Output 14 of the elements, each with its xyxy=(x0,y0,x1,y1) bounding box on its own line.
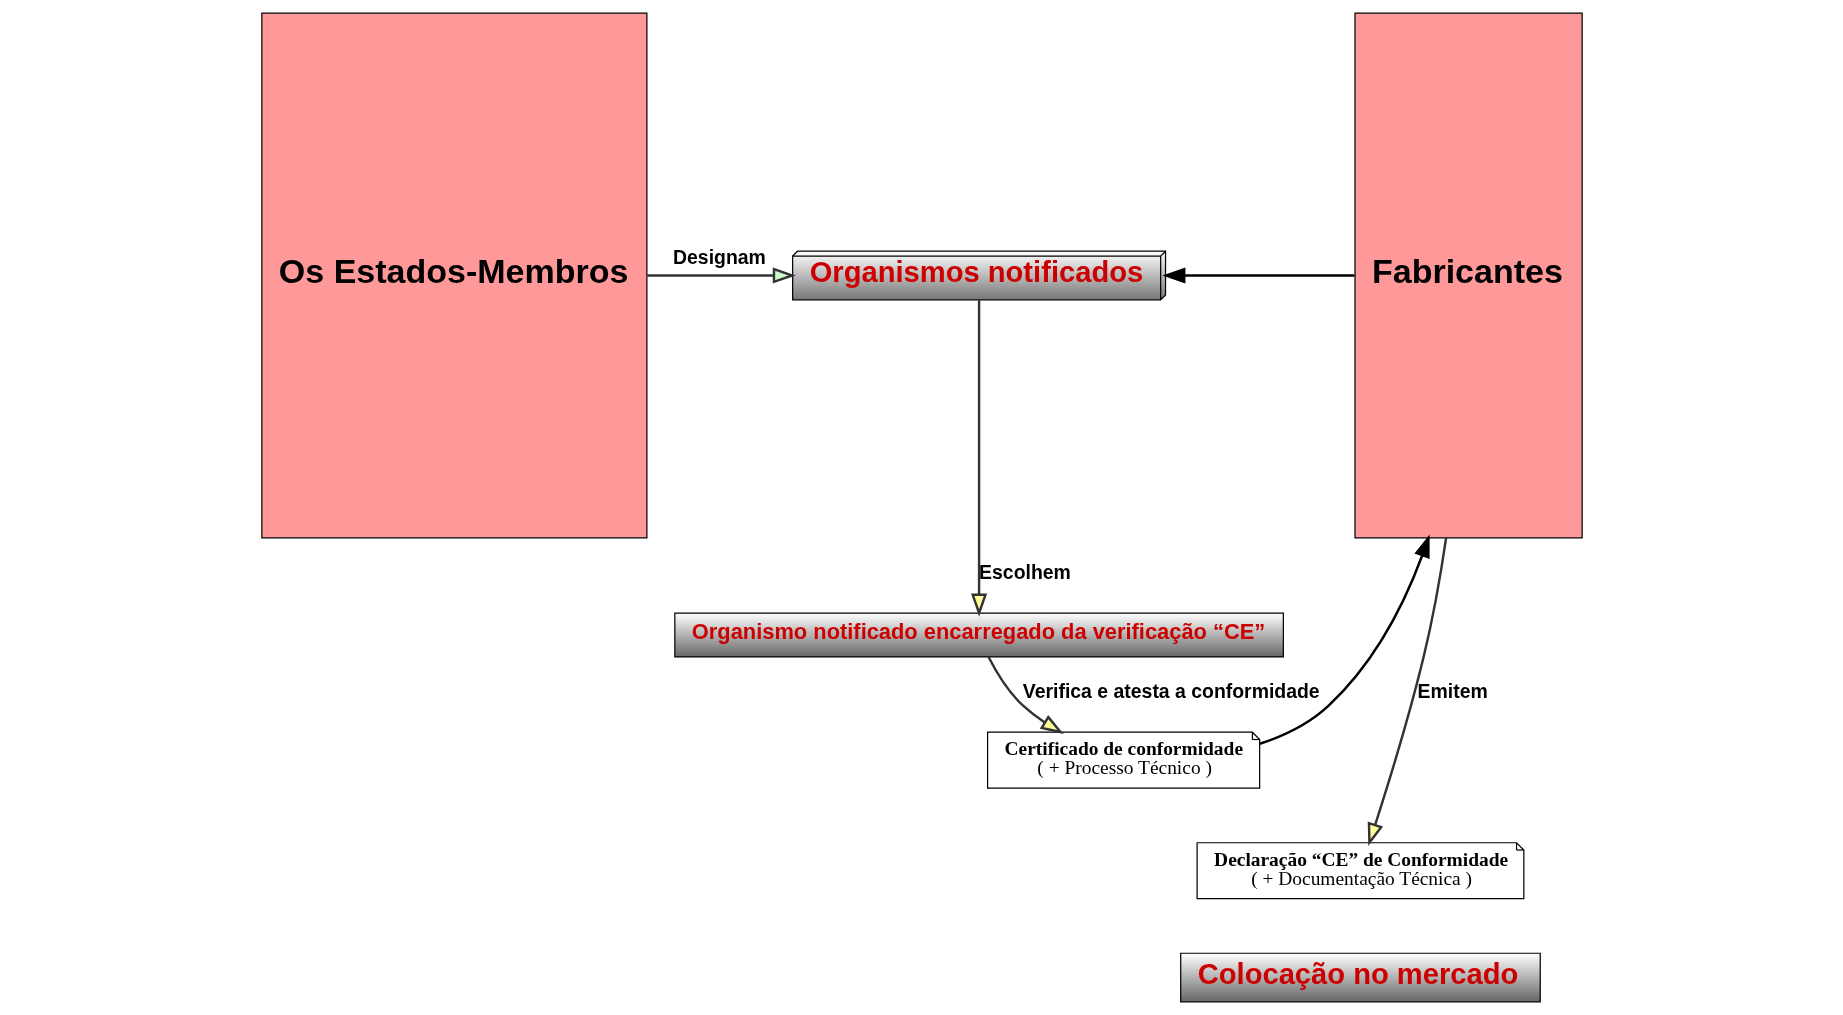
node-box: Organismo notificado encarregado da verificação “CE” xyxy=(673,612,1284,658)
node-box: Os Estados-Membros xyxy=(260,12,647,539)
edge-label: Verifica e atesta a conformidade xyxy=(1022,679,1320,702)
edge-label: Escolhem xyxy=(978,560,1071,583)
arrow xyxy=(646,267,796,284)
node-box: Fabricantes xyxy=(1353,12,1583,539)
node-box: Colocação no mercado xyxy=(1179,952,1541,1003)
edge-label: Designam xyxy=(672,246,766,269)
arrow xyxy=(1367,537,1447,846)
arrow xyxy=(987,656,1064,734)
arrow xyxy=(970,300,987,617)
edge-label: Emitem xyxy=(1417,679,1488,702)
arrow xyxy=(1161,267,1354,284)
arrow xyxy=(1259,534,1430,745)
